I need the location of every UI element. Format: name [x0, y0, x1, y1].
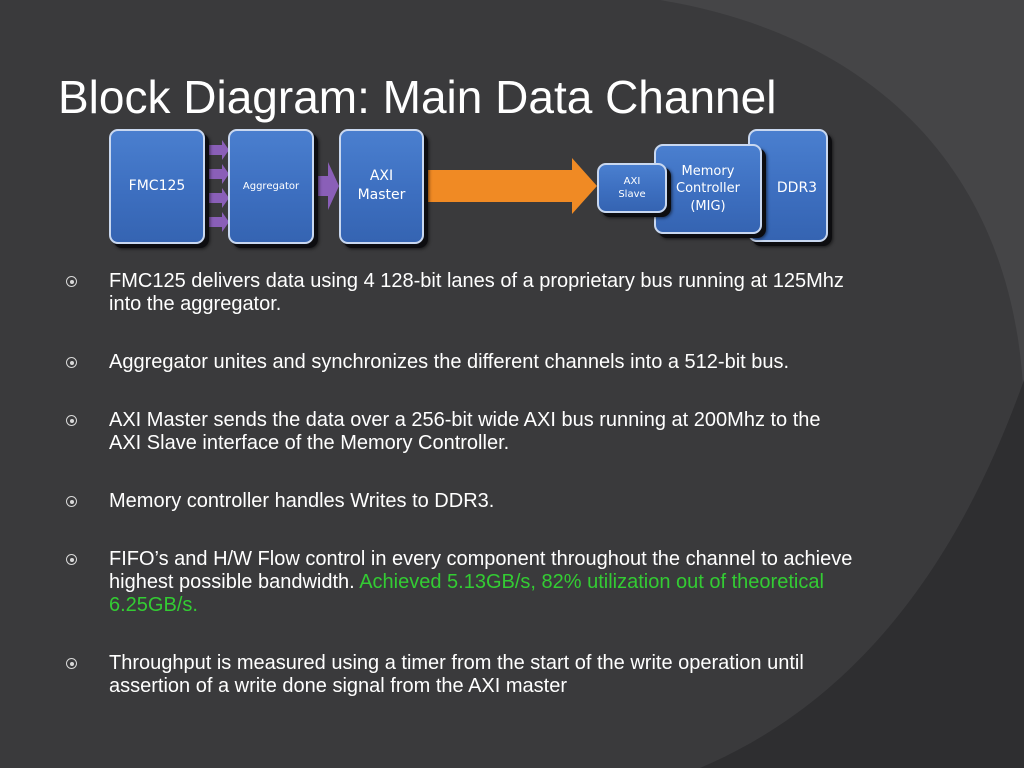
- bullet-item: Memory controller handles Writes to DDR3…: [66, 490, 856, 513]
- axi-master-block: AXI Master: [339, 129, 424, 244]
- ddr3-label: DDR3: [776, 180, 818, 196]
- bullet-item: Aggregator unites and synchronizes the d…: [66, 351, 856, 374]
- axi-slave-block: AXI Slave: [597, 163, 667, 213]
- lane-arrows: [206, 140, 229, 232]
- bullet-circle-icon: [66, 357, 77, 368]
- lane-arrow-1: [206, 140, 229, 160]
- bullet-list: FMC125 delivers data using 4 128-bit lan…: [66, 270, 856, 733]
- aggregator-label: Aggregator: [242, 180, 300, 192]
- bullet-item: FIFO’s and H/W Flow control in every com…: [66, 548, 856, 617]
- bullet-text: FIFO’s and H/W Flow control in every com…: [109, 548, 853, 593]
- fmc125-label: FMC125: [128, 178, 186, 195]
- axi-slave-label: AXI Slave: [618, 175, 646, 201]
- bullet-item: FMC125 delivers data using 4 128-bit lan…: [66, 270, 856, 316]
- aggregator-bus-arrow: [318, 162, 339, 210]
- bullet-circle-icon: [66, 415, 77, 426]
- bullet-text: Aggregator unites and synchronizes the d…: [109, 351, 790, 373]
- bullet-item: AXI Master sends the data over a 256-bit…: [66, 409, 856, 455]
- memory-controller-label: Memory Controller (MIG): [676, 163, 740, 214]
- bullet-text: Throughput is measured using a timer fro…: [109, 652, 804, 697]
- bullet-item: Throughput is measured using a timer fro…: [66, 652, 856, 698]
- bullet-circle-icon: [66, 658, 77, 669]
- lane-arrow-2: [206, 164, 229, 184]
- bullet-highlight-text: Achieved 5.13GB/s, 82% utilization out o…: [109, 571, 824, 616]
- bullet-text: FMC125 delivers data using 4 128-bit lan…: [109, 270, 844, 315]
- lane-arrow-4: [206, 212, 229, 232]
- fmc125-block: FMC125: [109, 129, 205, 244]
- memory-controller-block: Memory Controller (MIG): [654, 144, 762, 234]
- axi-master-label: AXI Master: [357, 168, 406, 203]
- background-arc-top: [660, 0, 1024, 420]
- slide-title: Block Diagram: Main Data Channel: [58, 71, 777, 123]
- bullet-circle-icon: [66, 496, 77, 507]
- bullet-circle-icon: [66, 276, 77, 287]
- aggregator-block: Aggregator: [228, 129, 314, 244]
- background-arc-bottom: [700, 380, 1024, 768]
- bullet-text: Memory controller handles Writes to DDR3…: [109, 490, 495, 512]
- axi-bus-arrow: [424, 158, 597, 214]
- lane-arrow-3: [206, 188, 229, 208]
- bullet-circle-icon: [66, 554, 77, 565]
- diagram-arrows: [206, 140, 597, 232]
- bullet-text: AXI Master sends the data over a 256-bit…: [109, 409, 821, 454]
